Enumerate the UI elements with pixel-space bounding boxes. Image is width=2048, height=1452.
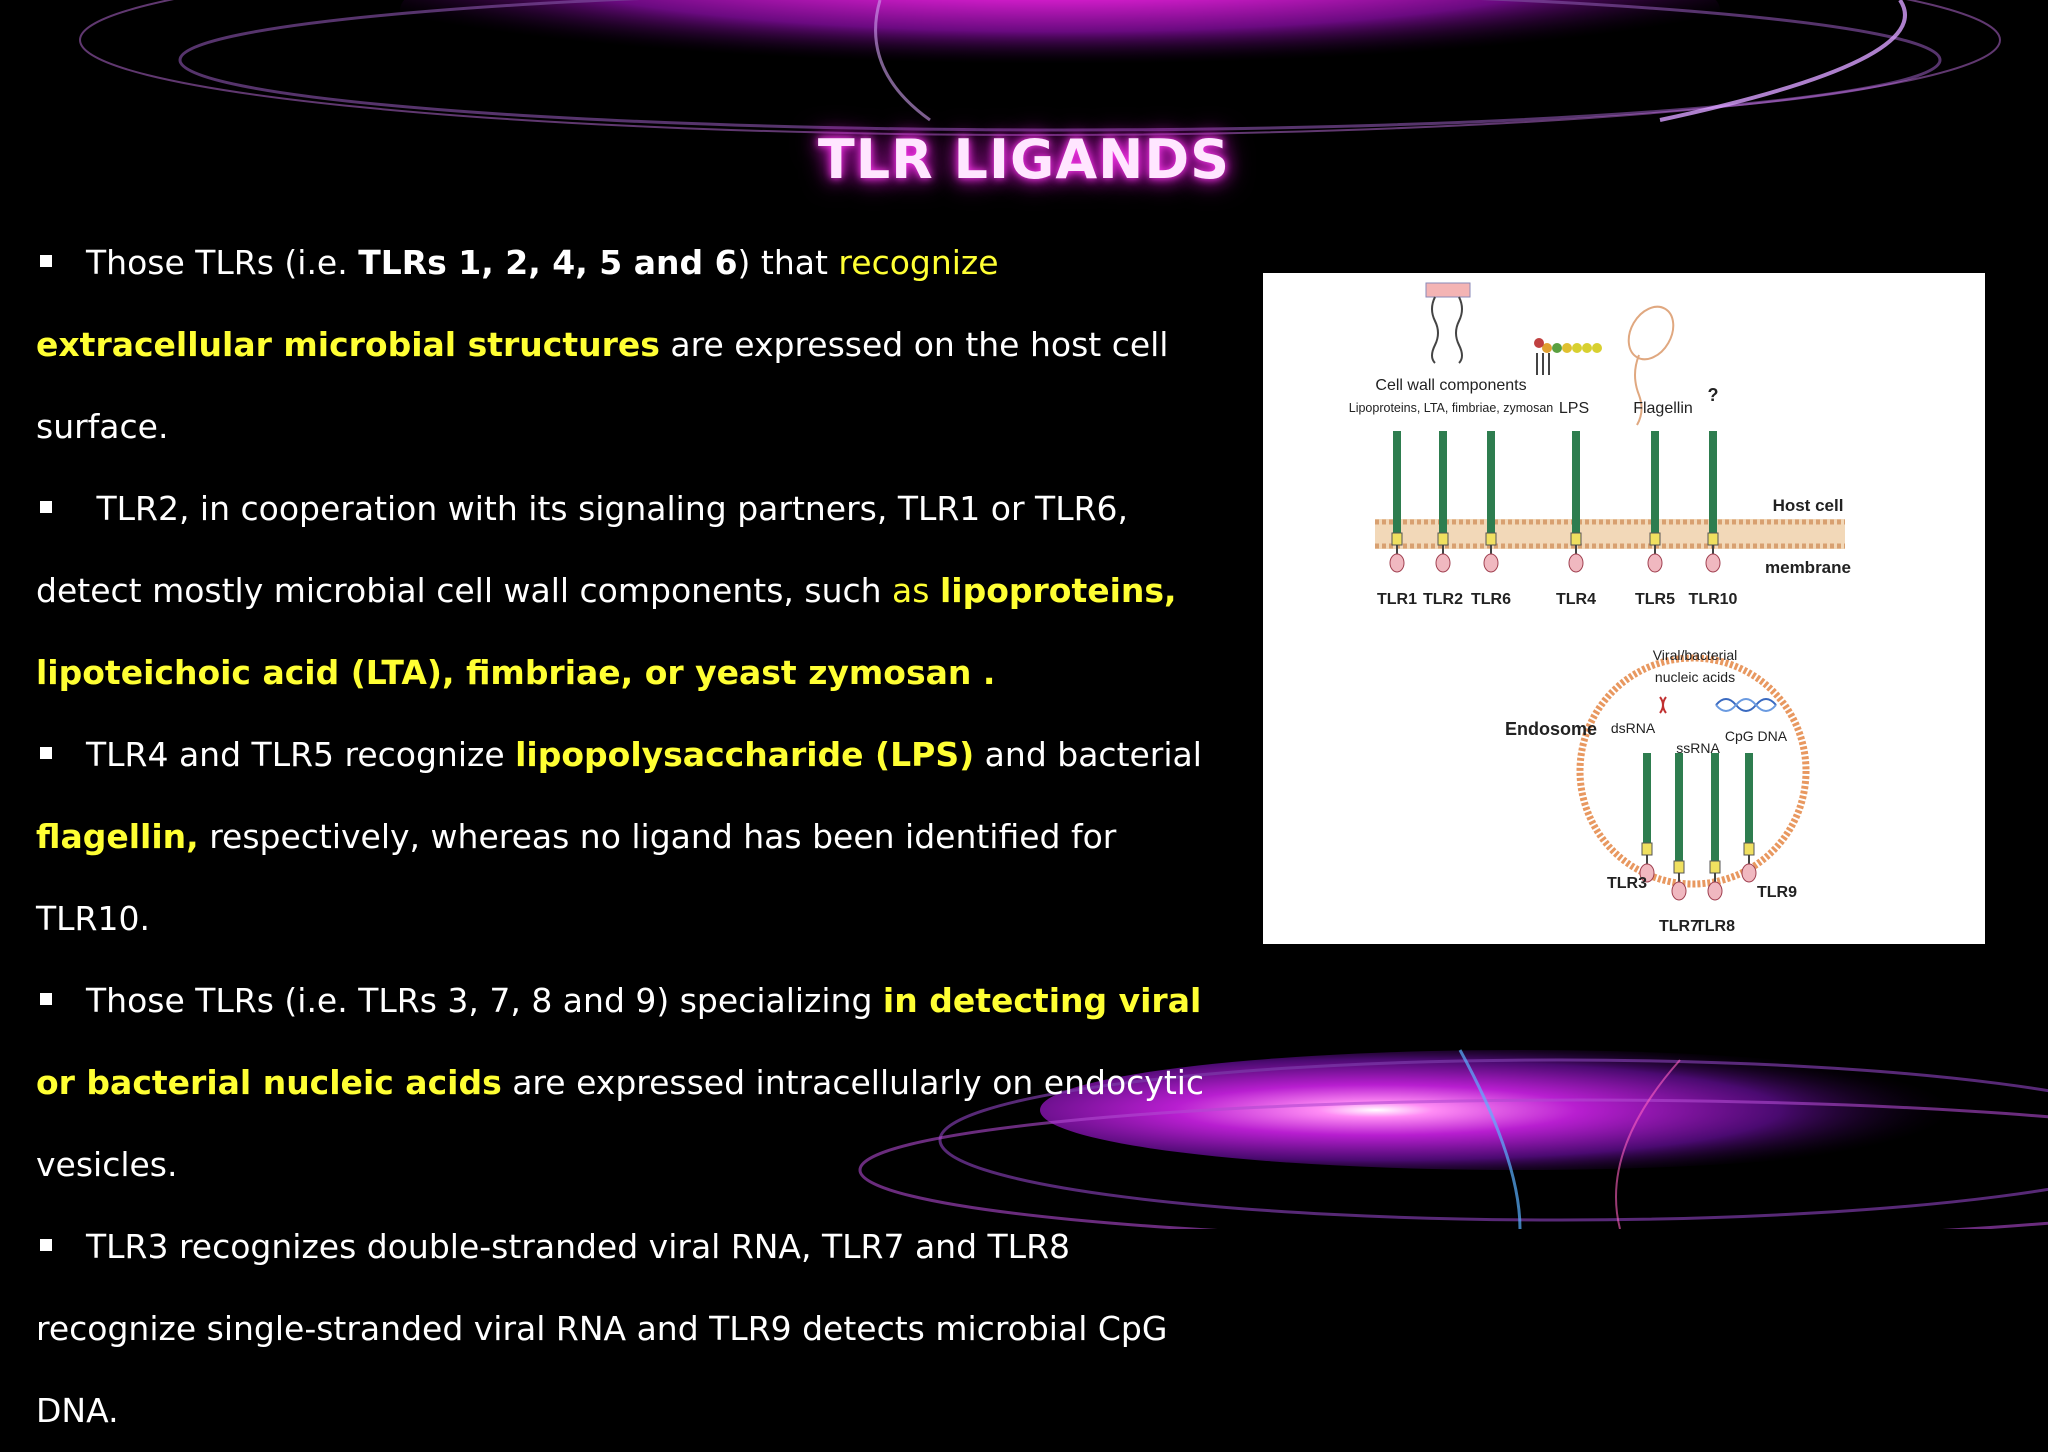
paragraph-segment: in detecting viral or bacterial nucleic … [36, 981, 1202, 1102]
tlr-receptor: TLR10 [1689, 431, 1738, 608]
tlr-diagram: Cell wall components Lipoproteins, LTA, … [1263, 273, 1985, 944]
bullet-paragraph: TLR4 and TLR5 recognize lipopolysacchari… [36, 714, 1236, 960]
tlr-diagram-svg: Cell wall components Lipoproteins, LTA, … [1349, 282, 1851, 935]
flagellin-label: Flagellin [1633, 400, 1693, 417]
tlr-label: TLR9 [1757, 884, 1797, 901]
paragraph-segment: are expressed intracellularly on endocyt… [36, 1063, 1205, 1184]
bullet-paragraph: Those TLRs (i.e. TLRs 3, 7, 8 and 9) spe… [36, 960, 1236, 1206]
tlr-receptor: TLR9 [1741, 753, 1797, 901]
paragraph-segment: Those TLRs (i.e. TLRs 3, 7, 8 and 9) spe… [86, 981, 883, 1020]
host-cell-membrane [1375, 519, 1845, 549]
paragraph-segment: TLR2, in cooperation with its signaling … [36, 489, 1128, 610]
ssrna-label: ssRNA [1676, 740, 1720, 756]
paragraph-segment: as [892, 571, 940, 610]
slide-title: TLR LIGANDS [817, 128, 1231, 191]
paragraph-segment: are expressed on the host cell surface. [36, 325, 1169, 446]
tlr-receptor: TLR5 [1635, 431, 1675, 608]
tlr-label: TLR4 [1556, 591, 1596, 608]
tlr-receptor: TLR7 [1659, 753, 1699, 935]
bullet-marker-icon [40, 254, 52, 267]
bullet-paragraph: TLR3 recognizes double-stranded viral RN… [36, 1206, 1236, 1452]
paragraph-segment: TLRs 1, 2, 4, 5 and 6 [358, 243, 738, 282]
background-decoration [79, 0, 2048, 1229]
nucleic-label-2: nucleic acids [1655, 669, 1735, 685]
tlr-receptor: TLR4 [1556, 431, 1596, 608]
bullet-marker-icon [40, 1238, 52, 1251]
paragraph-segment: TLR3 recognizes double-stranded viral RN… [36, 1227, 1168, 1430]
paragraph-segment: TLR4 and TLR5 recognize [86, 735, 516, 774]
paragraph-segment: extracellular microbial structures [36, 325, 660, 364]
paragraph-segment: lipoproteins, lipoteichoic acid (LTA), f… [36, 571, 1177, 692]
paragraph-segment: . [971, 653, 996, 692]
nucleic-label-1: Viral/bacterial [1653, 647, 1738, 663]
bullet-paragraph: TLR2, in cooperation with its signaling … [36, 468, 1236, 714]
unknown-ligand-label: ? [1708, 385, 1719, 405]
bullet-marker-icon [40, 500, 52, 513]
tlr-label: TLR2 [1423, 591, 1463, 608]
dsrna-icon [1659, 696, 1667, 714]
endosome [1576, 654, 1810, 888]
tlr-receptor: TLR1 [1377, 431, 1417, 608]
tlr-label: TLR1 [1377, 591, 1417, 608]
cell-wall-component-icon [1425, 282, 1471, 364]
tlr-receptor: TLR2 [1423, 431, 1463, 608]
lps-label: LPS [1559, 400, 1589, 417]
lps-icon [1534, 338, 1602, 375]
paragraph-segment: Those TLRs (i.e. [86, 243, 359, 282]
tlr-label: TLR3 [1607, 875, 1647, 892]
paragraph-segment: lipopolysaccharide (LPS) [515, 735, 975, 774]
tlr-label: TLR10 [1689, 591, 1738, 608]
tlr-label: TLR8 [1695, 918, 1735, 935]
bullet-paragraph: Those TLRs (i.e. TLRs 1, 2, 4, 5 and 6) … [36, 222, 1236, 468]
endosome-label: Endosome [1505, 719, 1597, 739]
tlr-receptor: TLR3 [1607, 753, 1655, 892]
cell-wall-sublabel: Lipoproteins, LTA, fimbriae, zymosan [1349, 401, 1554, 415]
dsrna-label: dsRNA [1611, 720, 1656, 736]
bullet-marker-icon [40, 992, 52, 1005]
paragraph-segment: recognize [838, 243, 999, 282]
cell-wall-label: Cell wall components [1375, 377, 1526, 394]
membrane-label: membrane [1765, 558, 1851, 577]
host-cell-label: Host cell [1773, 496, 1844, 515]
tlr-label: TLR6 [1471, 591, 1511, 608]
tlr-receptor: TLR8 [1695, 753, 1735, 935]
paragraph-segment: and bacterial [974, 735, 1202, 774]
bullet-list: Those TLRs (i.e. TLRs 1, 2, 4, 5 and 6) … [36, 222, 1236, 1452]
cpg-dna-label: CpG DNA [1725, 728, 1788, 744]
cpg-dna-helix-icon [1715, 698, 1777, 712]
surface-receptors: TLR1 TLR2 TLR6 TLR4 TLR5 TLR10 [1377, 431, 1738, 608]
paragraph-segment: respectively, whereas no ligand has been… [36, 817, 1117, 938]
bullet-marker-icon [40, 746, 52, 759]
tlr-receptor: TLR6 [1471, 431, 1511, 608]
paragraph-segment: ) that [737, 243, 839, 282]
paragraph-segment: flagellin, [36, 817, 199, 856]
flagellin-icon [1627, 305, 1675, 426]
tlr-label: TLR5 [1635, 591, 1675, 608]
tlr-label: TLR7 [1659, 918, 1699, 935]
